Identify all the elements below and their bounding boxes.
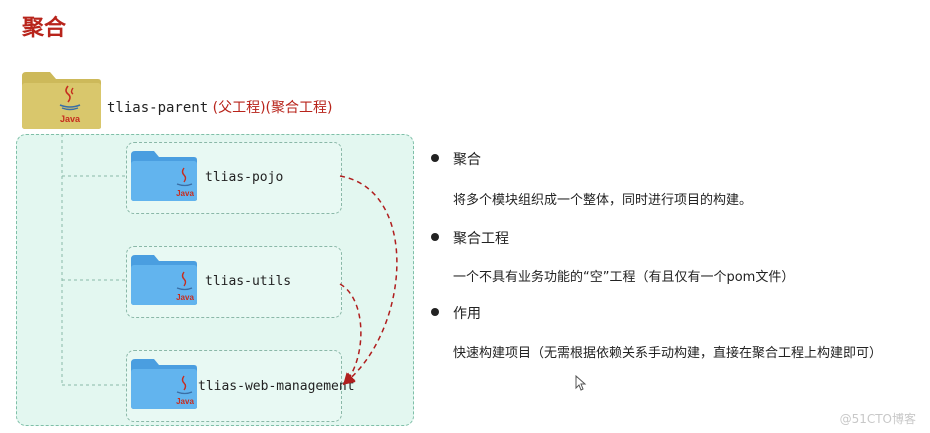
java-logo-icon xyxy=(59,85,81,111)
module-folder-icon: Java xyxy=(131,255,197,305)
bullet-heading: 聚合工程 xyxy=(453,231,509,247)
module-label-pojo: tlias-pojo xyxy=(205,170,284,185)
bullet-text: 将多个模块组织成一个整体，同时进行项目的构建。 xyxy=(453,193,753,208)
arrow-utils-to-web xyxy=(339,283,362,386)
watermark: @51CTO博客 xyxy=(839,412,916,426)
bullet-dot xyxy=(431,308,439,316)
bullet-dot xyxy=(431,154,439,162)
java-logo-text: Java xyxy=(176,189,194,198)
java-logo-text: Java xyxy=(60,114,81,124)
parent-project-label: tlias-parent (父工程)(聚合工程) xyxy=(107,97,332,117)
bullet-text: 快速构建项目（无需根据依赖关系手动构建，直接在聚合工程上构建即可） xyxy=(453,346,883,361)
bullet-heading: 聚合 xyxy=(453,152,481,168)
module-label-utils: tlias-utils xyxy=(205,274,292,289)
parent-folder-icon: Java xyxy=(22,72,101,129)
arrow-pojo-to-web xyxy=(339,175,398,385)
page-title: 聚合 xyxy=(22,16,67,41)
parent-project-name: tlias-parent xyxy=(107,100,209,116)
module-folder-icon: Java xyxy=(131,151,197,201)
bullet-dot xyxy=(431,233,439,241)
module-folder-icon: Java xyxy=(131,359,197,409)
java-logo-text: Java xyxy=(176,397,194,406)
bullet-heading: 作用 xyxy=(453,306,481,322)
bullet-text: 一个不具有业务功能的“空”工程（有且仅有一个pom文件） xyxy=(453,270,795,285)
module-label-web-management: tlias-web-management xyxy=(198,379,355,394)
mouse-cursor-icon xyxy=(575,375,587,391)
parent-project-tags: (父工程)(聚合工程) xyxy=(212,100,333,116)
java-logo-text: Java xyxy=(176,293,194,302)
